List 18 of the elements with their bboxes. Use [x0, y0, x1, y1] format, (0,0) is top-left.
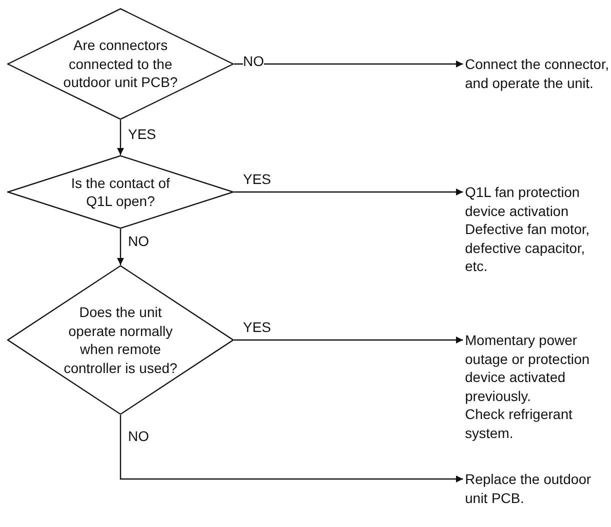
question-text: Is the contact of Q1L open? [70, 174, 171, 210]
arrow [117, 229, 124, 265]
arrow [234, 188, 463, 196]
result-text: Momentary power outage or protection device activated previously. [465, 331, 591, 405]
arrow [120, 415, 463, 482]
decision-diamond [7, 155, 234, 229]
arrow [234, 60, 463, 68]
question-text: Does the unit operate normally when remote controller is used? [62, 303, 178, 377]
question-text: Are connectors connected to the outdoor unit PCB? [62, 36, 179, 92]
decision-diamond [7, 8, 234, 120]
result-text: Replace the outdoor unit PCB. [465, 470, 592, 507]
decision-diamond [7, 265, 234, 415]
result-text: Q1L fan protection device activation [465, 183, 581, 220]
result-text: Connect the connector, and operate the unit. [465, 55, 609, 92]
arrow [234, 336, 463, 344]
result-text: Check refrigerant system. [465, 405, 574, 442]
result-text: Defective fan motor, defective capacitor, etc. [465, 220, 591, 276]
arrow [117, 120, 124, 155]
